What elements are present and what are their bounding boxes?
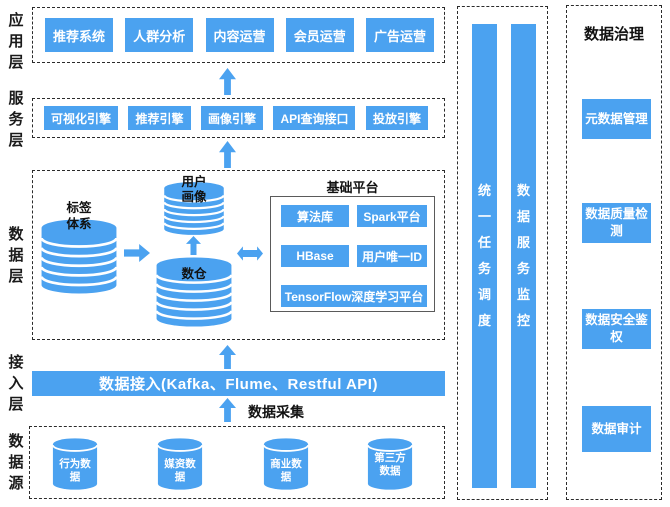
data-access-bar: 数据接入(Kafka、Flume、Restful API) — [32, 371, 445, 396]
warehouse-label: 数仓 — [181, 267, 207, 281]
app-item-content-ops: 内容运营 — [205, 18, 274, 52]
user-profile-label: 用户画像 — [181, 175, 207, 204]
governance-panel: 数据治理 元数据管理 数据质量检测 数据安全鉴权 数据审计 — [566, 5, 662, 500]
right-arrow-icon — [124, 244, 150, 262]
governance-item-quality: 数据质量检测 — [582, 203, 651, 243]
app-item-member-ops: 会员运营 — [285, 18, 354, 52]
up-arrow-icon — [219, 141, 236, 168]
scheduler-monitor-panel: 统一任务调度 数据服务监控 — [457, 6, 548, 500]
platform-title: 基础平台 — [326, 180, 379, 195]
source-cylinder-icon: 行为数据 — [52, 437, 98, 491]
source-label-behavior: 行为数据 — [59, 458, 91, 483]
scheduler-label: 统一任务调度 — [477, 183, 491, 328]
database-cylinder-icon — [40, 218, 118, 295]
source-label-third-party: 第三方数据 — [374, 452, 406, 477]
platform-box: 算法库 Spark平台 HBase 用户唯一ID TensorFlow深度学习平… — [270, 196, 435, 312]
database-cylinder-icon — [155, 256, 233, 328]
app-item-ad-ops: 广告运营 — [366, 18, 434, 52]
up-arrow-icon — [219, 398, 236, 422]
source-label-business: 商业数据 — [270, 458, 302, 483]
label-access-layer: 接入层 — [8, 354, 24, 413]
governance-item-metadata: 元数据管理 — [582, 99, 651, 139]
tag-system-label: 标签体系 — [66, 201, 92, 231]
unified-task-scheduler-bar: 统一任务调度 — [472, 24, 497, 488]
source-cylinder-icon: 媒资数据 — [157, 437, 203, 491]
platform-item-unique-id: 用户唯一ID — [357, 245, 427, 267]
up-arrow-icon — [186, 236, 201, 255]
up-arrow-icon — [219, 345, 236, 369]
label-source-layer: 数据源 — [8, 433, 24, 492]
platform-item-algorithm-lib: 算法库 — [281, 205, 349, 227]
app-item-recommend-system: 推荐系统 — [45, 18, 113, 52]
data-service-monitor-bar: 数据服务监控 — [511, 24, 536, 488]
source-cylinder-icon: 第三方数据 — [367, 437, 413, 491]
label-service-layer: 服务层 — [8, 90, 24, 149]
governance-title: 数据治理 — [583, 26, 644, 43]
governance-item-security: 数据安全鉴权 — [582, 309, 651, 349]
app-layer-box: 推荐系统 人群分析 内容运营 会员运营 广告运营 — [32, 7, 445, 63]
source-label-media: 媒资数据 — [164, 458, 196, 483]
service-item-visualization-engine: 可视化引擎 — [44, 106, 119, 130]
service-item-recommend-engine: 推荐引擎 — [128, 106, 191, 130]
platform-item-spark: Spark平台 — [357, 205, 427, 227]
service-item-profile-engine: 画像引擎 — [200, 106, 263, 130]
app-item-crowd-analysis: 人群分析 — [125, 18, 194, 52]
governance-item-audit: 数据审计 — [582, 406, 651, 452]
up-arrow-icon — [219, 68, 236, 95]
service-item-delivery-engine: 投放引擎 — [365, 106, 428, 130]
monitor-label: 数据服务监控 — [516, 183, 530, 328]
platform-item-hbase: HBase — [281, 245, 349, 267]
platform-item-tensorflow: TensorFlow深度学习平台 — [281, 285, 427, 307]
service-layer-box: 可视化引擎 推荐引擎 画像引擎 API查询接口 投放引擎 — [32, 98, 445, 138]
double-arrow-icon — [237, 245, 263, 262]
source-cylinder-icon: 商业数据 — [263, 437, 309, 491]
database-cylinder-icon — [163, 181, 225, 236]
label-data-layer: 数据层 — [8, 226, 24, 285]
label-app-layer: 应用层 — [8, 12, 24, 71]
data-collect-label: 数据采集 — [248, 404, 304, 420]
service-item-api-query: API查询接口 — [273, 106, 356, 130]
